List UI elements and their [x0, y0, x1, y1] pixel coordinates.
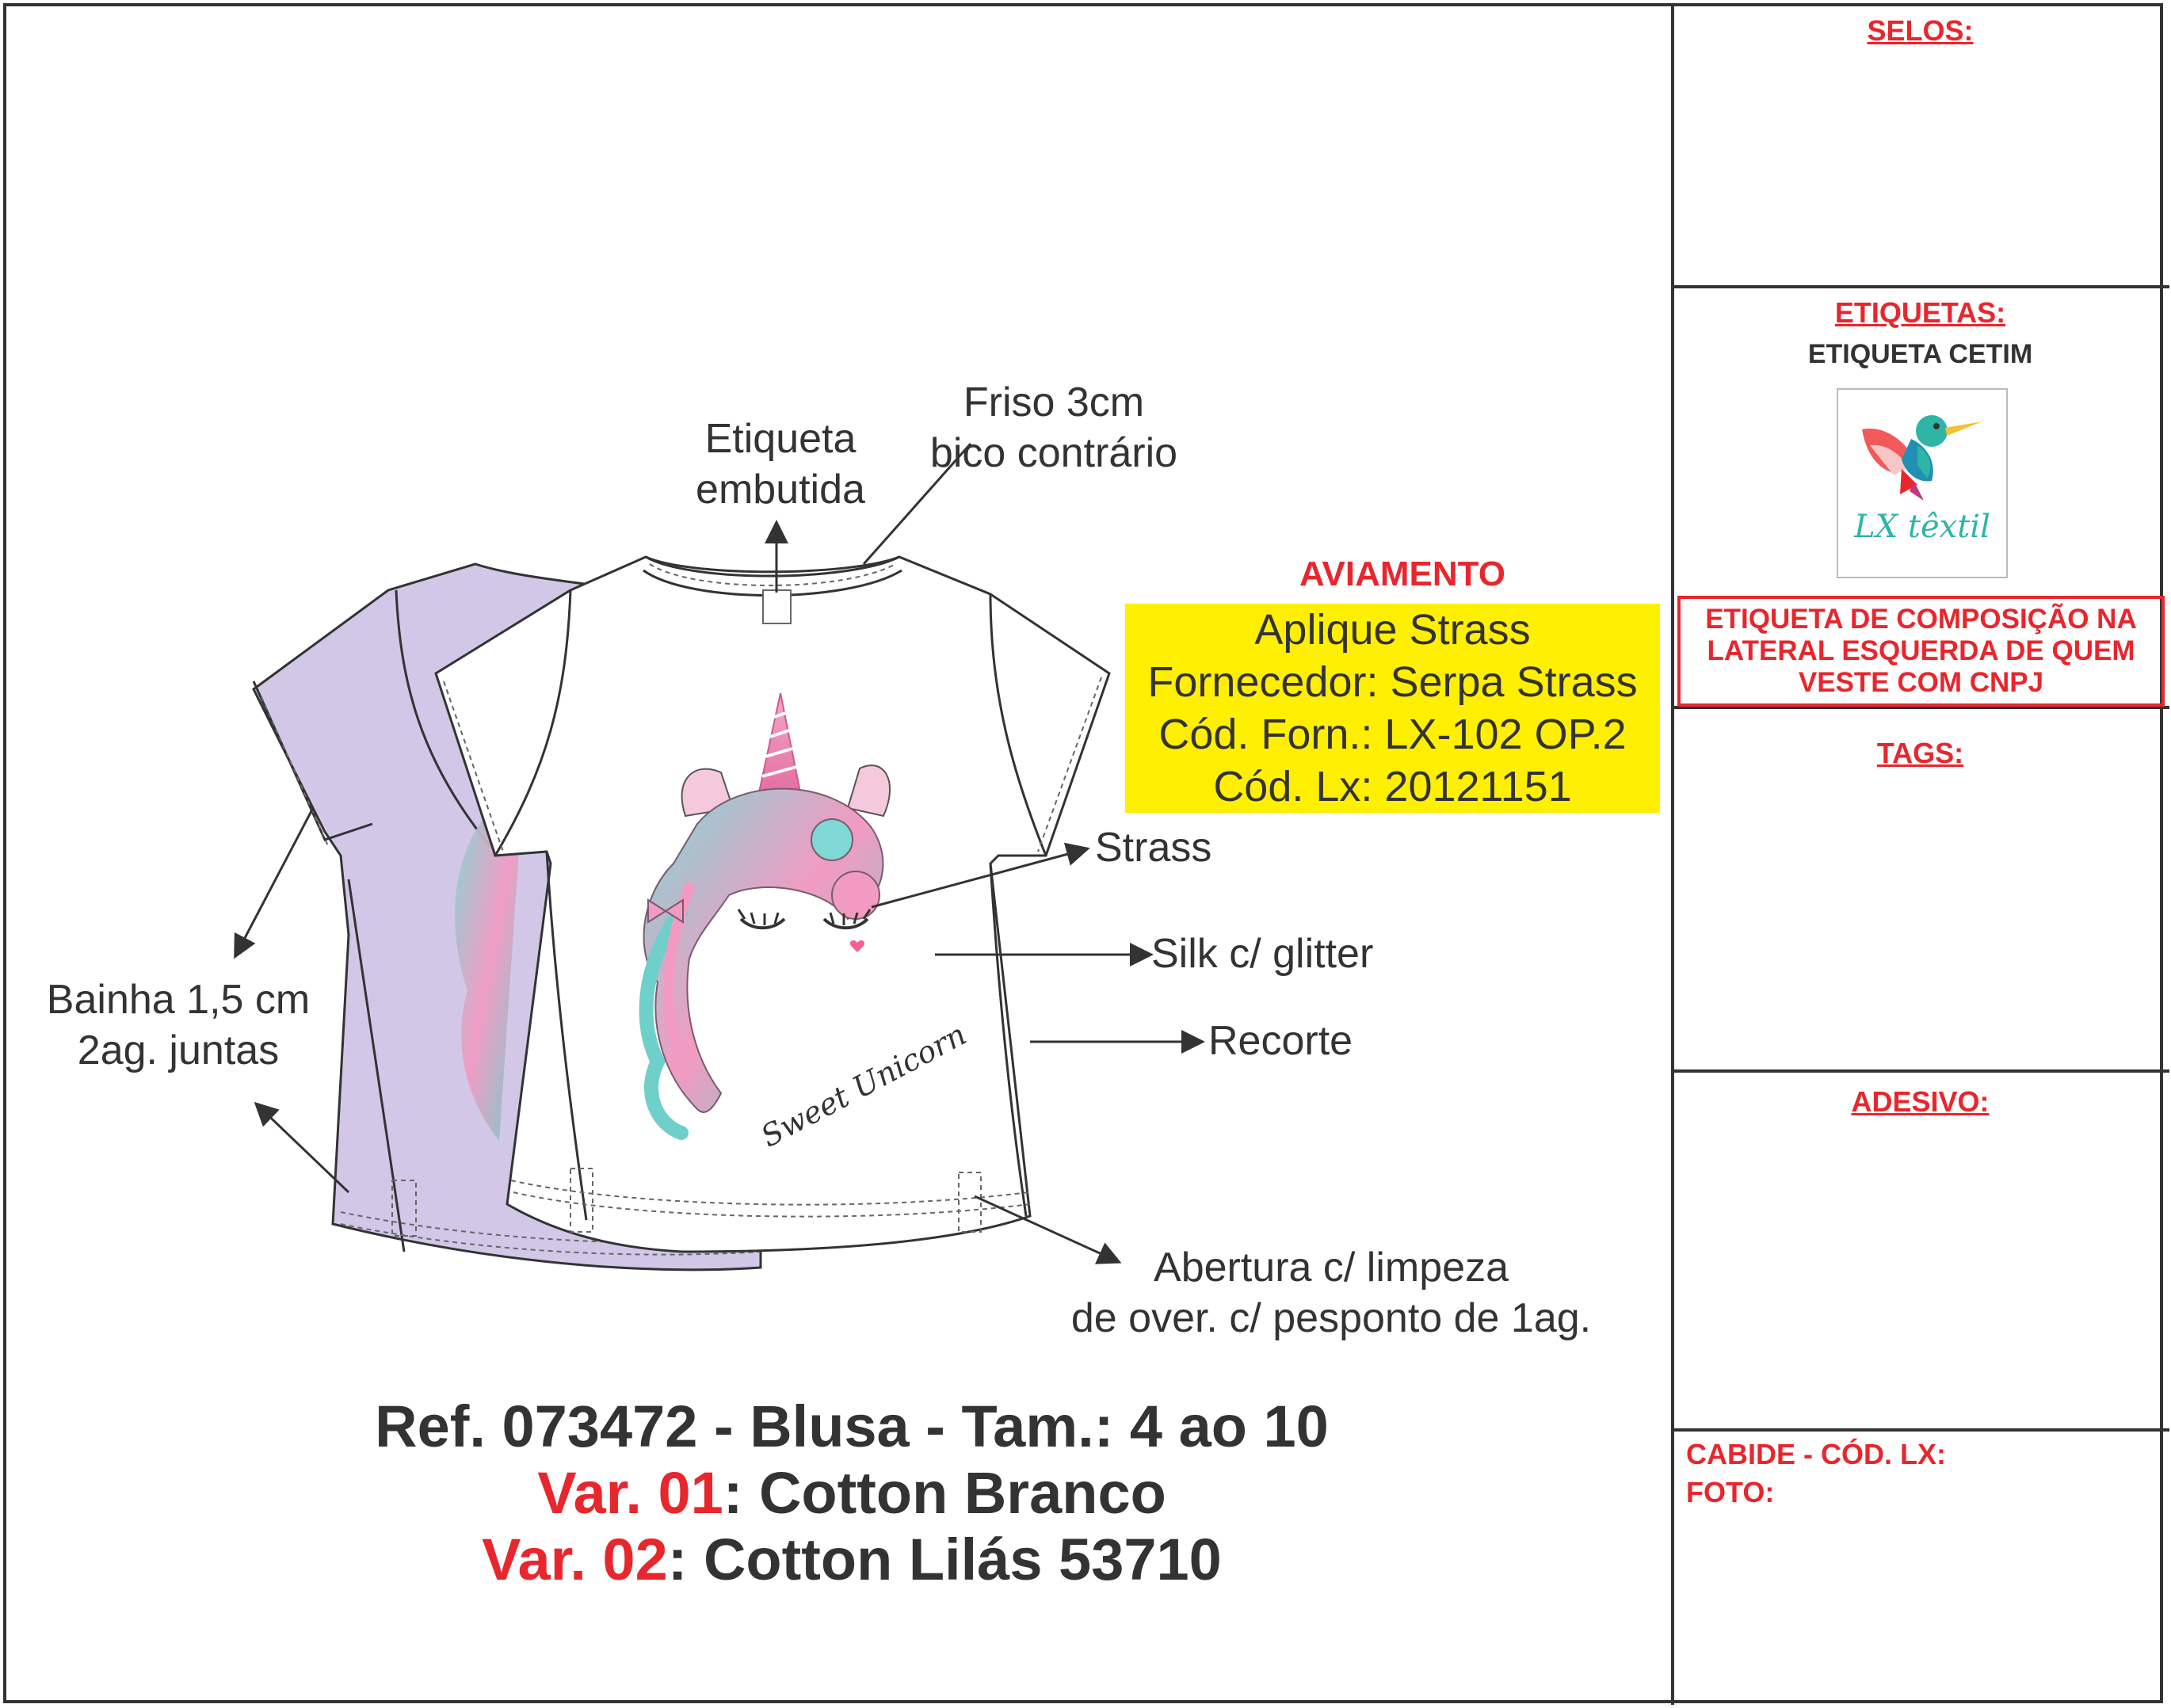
composicao-line-1: ETIQUETA DE COMPOSIÇÃO NA: [1705, 604, 2137, 635]
variant-1: Var. 01: Cotton Branco: [238, 1459, 1466, 1527]
composicao-box: ETIQUETA DE COMPOSIÇÃO NA LATERAL ESQUER…: [1677, 596, 2165, 707]
logo-text: LX têxtil: [1854, 509, 1990, 545]
etiqueta-cetim: ETIQUETA CETIM: [1807, 339, 2033, 369]
white-tshirt: [434, 555, 1111, 1253]
divider-etiquetas: [1673, 706, 2169, 709]
bainha-line-2: 2ag. juntas: [77, 1027, 280, 1073]
etiqueta-line-2: embutida: [696, 467, 865, 513]
abertura-label: Abertura c/ limpeza de over. c/ pesponto…: [1030, 1242, 1632, 1344]
variant-1-value: : Cotton Branco: [723, 1460, 1166, 1526]
bainha-line-1: Bainha 1,5 cm: [46, 977, 311, 1023]
variant-2-value: : Cotton Lilás 53710: [667, 1527, 1222, 1592]
reference-line: Ref. 073472 - Blusa - Tam.: 4 ao 10: [375, 1393, 1329, 1459]
recorte-label: Recorte: [1208, 1018, 1353, 1064]
aviamento-box: Aplique Strass Fornecedor: Serpa Strass …: [1125, 604, 1660, 813]
abertura-line-2: de over. c/ pesponto de 1ag.: [1070, 1295, 1592, 1341]
cabide-line-1: CABIDE - CÓD. LX:: [1686, 1438, 1946, 1470]
variant-2-label: Var. 02: [482, 1527, 668, 1592]
strass-label: Strass: [1095, 825, 1212, 871]
lx-textil-logo: LX têxtil: [1837, 388, 2008, 578]
friso-line-1: Friso 3cm: [963, 379, 1145, 425]
etiquetas-title: ETIQUETAS:: [1834, 296, 2006, 329]
friso-line-2: bico contrário: [929, 430, 1178, 476]
tags-title: TAGS:: [1876, 737, 1964, 769]
selos-title: SELOS:: [1867, 14, 1974, 47]
friso-label: Friso 3cm bico contrário: [895, 377, 1212, 478]
abertura-line-1: Abertura c/ limpeza: [1154, 1245, 1509, 1291]
composicao-line-2: LATERAL ESQUERDA DE QUEM: [1707, 635, 2135, 666]
divider-adesivo: [1673, 1428, 2169, 1432]
aviamento-line-2: Fornecedor: Serpa Strass: [1147, 658, 1638, 706]
annotation-arrows: [234, 443, 1205, 1264]
etiqueta-embutida-label: Etiqueta embutida: [666, 414, 895, 515]
aviamento-title: AVIAMENTO: [1299, 555, 1505, 593]
silk-label: Silk c/ glitter: [1151, 931, 1374, 977]
divider-tags: [1673, 1069, 2169, 1073]
aviamento-line-4: Cód. Lx: 20121151: [1213, 763, 1572, 810]
variant-1-label: Var. 01: [537, 1460, 723, 1526]
bainha-label: Bainha 1,5 cm 2ag. juntas: [16, 974, 341, 1076]
variant-2: Var. 02: Cotton Lilás 53710: [238, 1526, 1466, 1593]
cabide-foto: CABIDE - CÓD. LX: FOTO:: [1686, 1435, 1946, 1512]
aviamento-line-3: Cód. Forn.: LX-102 OP.2: [1158, 711, 1627, 758]
cabide-line-2: FOTO:: [1686, 1476, 1775, 1508]
etiqueta-line-1: Etiqueta: [704, 416, 857, 462]
hummingbird-icon: [1862, 415, 1982, 501]
aviamento-line-1: Aplique Strass: [1254, 606, 1531, 654]
composicao-line-3: VESTE COM CNPJ: [1798, 667, 2044, 698]
divider-selos: [1673, 285, 2169, 288]
sheet-border: [3, 3, 2163, 1703]
sidebar-divider: [1671, 3, 1674, 1705]
adesivo-title: ADESIVO:: [1851, 1085, 1990, 1118]
